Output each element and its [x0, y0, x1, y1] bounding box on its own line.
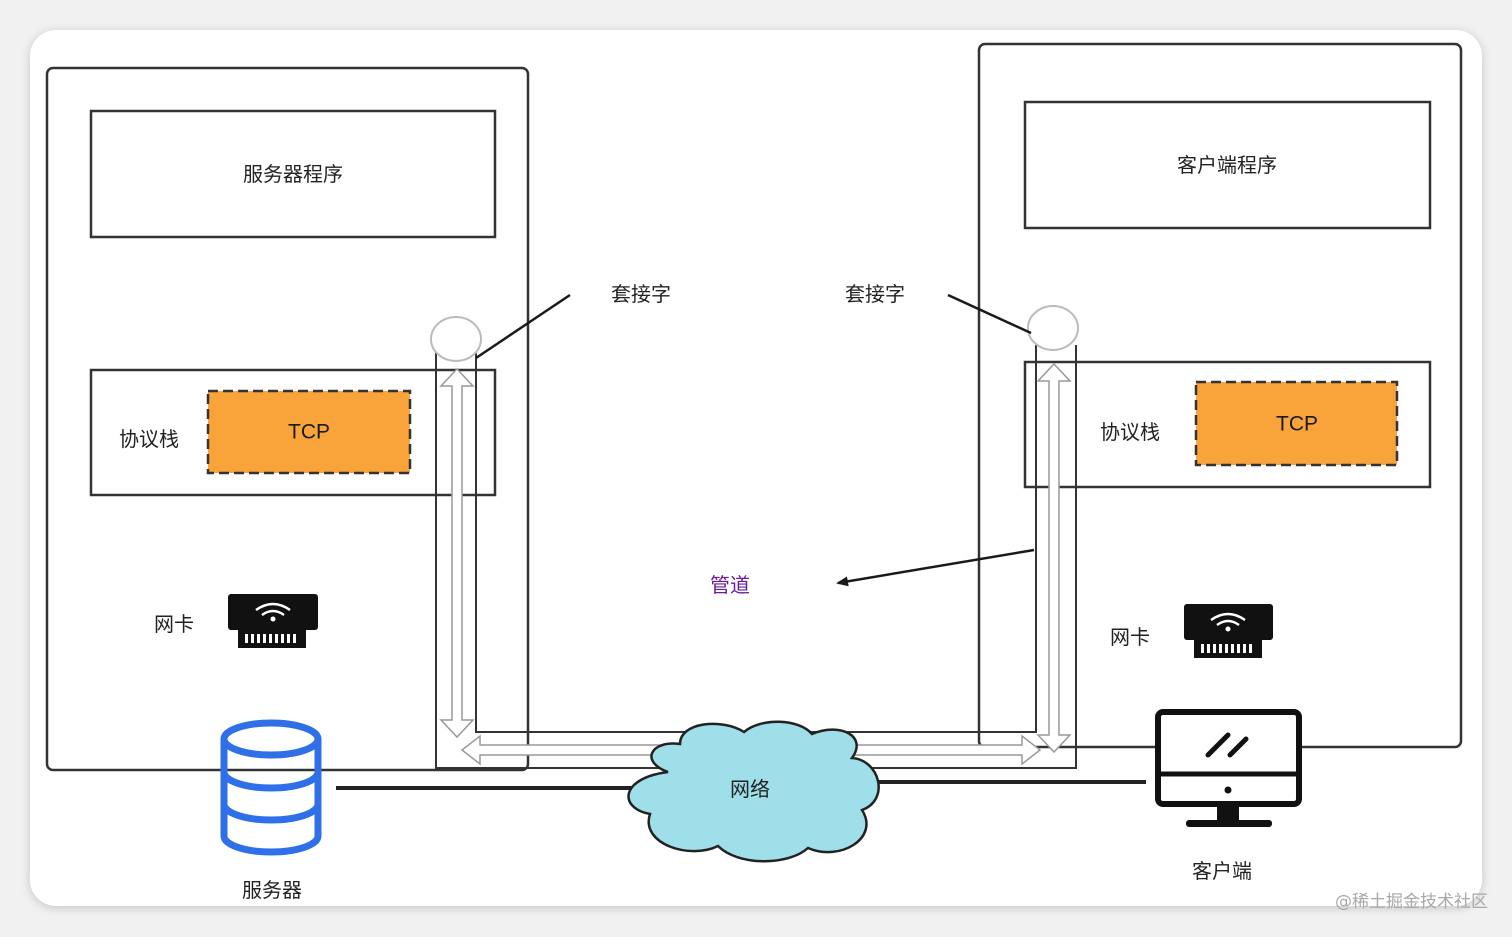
- client-protocol-stack-label: 协议栈: [1100, 420, 1160, 444]
- server-tcp-box: [206, 389, 412, 475]
- client-nic-icon: [1184, 604, 1273, 658]
- server-socket-pointer: [475, 293, 571, 360]
- network-label: 网络: [730, 777, 770, 801]
- server-label: 服务器: [242, 878, 302, 902]
- server-socket-label: 套接字: [611, 282, 671, 306]
- server-tcp-label: TCP: [288, 420, 330, 444]
- client-tcp-label: TCP: [1276, 412, 1318, 436]
- right-vertical-arrow: [1036, 362, 1072, 754]
- network-cloud-icon: [627, 720, 880, 863]
- server-socket-icon: [430, 316, 482, 362]
- client-tcp-box: [1194, 380, 1399, 467]
- server-program-box: [89, 109, 497, 239]
- pipe-inner-outline: [475, 345, 1037, 733]
- client-socket-pointer: [947, 293, 1032, 335]
- server-program-label: 服务器程序: [243, 162, 343, 186]
- server-protocol-stack-label: 协议栈: [119, 427, 179, 451]
- server-nic-label: 网卡: [154, 612, 194, 636]
- client-socket-icon: [1027, 305, 1079, 351]
- pipe-pointer-arrow: [836, 548, 1035, 587]
- client-socket-label: 套接字: [845, 282, 905, 306]
- client-label: 客户端: [1192, 859, 1252, 883]
- client-program-label: 客户端程序: [1177, 153, 1277, 177]
- desktop-monitor-icon: [1155, 709, 1302, 827]
- client-program-box: [1023, 100, 1432, 230]
- database-icon: [220, 719, 322, 856]
- watermark: @稀土掘金技术社区: [1335, 892, 1488, 912]
- client-nic-label: 网卡: [1110, 625, 1150, 649]
- left-vertical-arrow: [439, 367, 475, 739]
- server-nic-icon: [228, 594, 318, 648]
- pipe-label: 管道: [710, 573, 750, 597]
